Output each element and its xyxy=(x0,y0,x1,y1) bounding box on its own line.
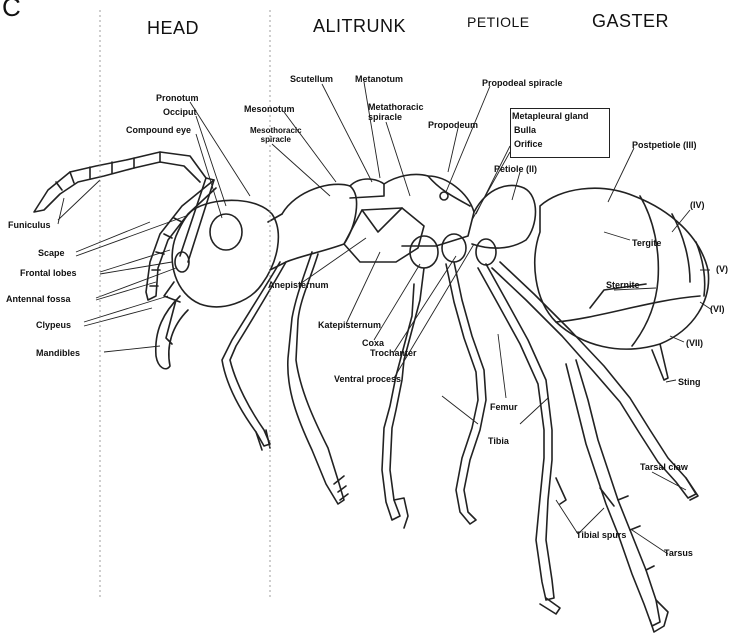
label-mesonotum: Mesonotum xyxy=(244,104,295,114)
label-tibia: Tibia xyxy=(488,436,509,446)
label-coxa: Coxa xyxy=(362,338,384,348)
label-antennal-fossa: Antennal fossa xyxy=(6,294,71,304)
label-segment-vii: (VII) xyxy=(686,338,703,348)
label-compound-eye: Compound eye xyxy=(126,125,191,135)
propodeum-shape xyxy=(428,176,470,206)
label-metanotum: Metanotum xyxy=(355,74,403,84)
label-postpetiole: Postpetiole (III) xyxy=(632,140,697,150)
label-propodeal-spiracle: Propodeal spiracle xyxy=(482,78,563,88)
label-anepisternum: Anepisternum xyxy=(268,280,329,290)
label-clypeus: Clypeus xyxy=(36,320,71,330)
label-petiole: Petiole (II) xyxy=(494,164,537,174)
label-ventral-process: Ventral process xyxy=(334,374,401,384)
label-katepisternum: Katepisternum xyxy=(318,320,381,330)
compound-eye-shape xyxy=(210,214,242,250)
label-metathoracic-spiracle: Metathoracic spiracle xyxy=(368,102,424,122)
pronotum-shape xyxy=(282,184,357,262)
propodeal-spiracle-shape xyxy=(440,192,448,200)
label-bulla: Bulla xyxy=(514,125,536,135)
label-mesothoracic-spiracle: Mesothoracic spiracle xyxy=(250,126,302,144)
label-scape: Scape xyxy=(38,248,65,258)
label-orifice: Orifice xyxy=(514,139,543,149)
label-metapleural-gland: Metapleural gland xyxy=(512,111,589,121)
label-scutellum: Scutellum xyxy=(290,74,333,84)
sting-shape xyxy=(652,344,668,380)
antennal-fossa-shape xyxy=(175,252,189,272)
funiculus-shape xyxy=(34,152,206,212)
label-trochanter: Trochanter xyxy=(370,348,417,358)
label-segment-vi: (VI) xyxy=(710,304,725,314)
petiole-shape xyxy=(472,186,536,249)
label-tarsus: Tarsus xyxy=(664,548,693,558)
label-frontal-lobes: Frontal lobes xyxy=(20,268,77,278)
label-sting: Sting xyxy=(678,377,701,387)
label-pronotum: Pronotum xyxy=(156,93,199,103)
mandibles-shape xyxy=(156,296,188,369)
gaster-shape xyxy=(535,188,709,349)
label-funiculus: Funiculus xyxy=(8,220,51,230)
label-propodeum: Propodeum xyxy=(428,120,478,130)
label-segment-v: (V) xyxy=(716,264,728,274)
label-occiput: Occiput xyxy=(163,107,197,117)
label-segment-iv: (IV) xyxy=(690,200,705,210)
label-sternite: Sternite xyxy=(606,280,640,290)
label-femur: Femur xyxy=(490,402,518,412)
label-tibial-spurs: Tibial spurs xyxy=(576,530,626,540)
label-mandibles: Mandibles xyxy=(36,348,80,358)
label-tergite: Tergite xyxy=(632,238,661,248)
label-tarsal-claw: Tarsal claw xyxy=(640,462,688,472)
